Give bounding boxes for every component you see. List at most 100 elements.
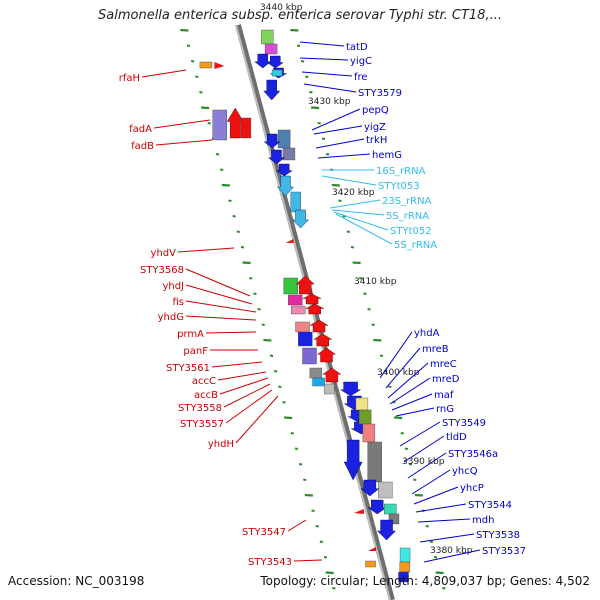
gene-label: 5S_rRNA	[394, 240, 437, 251]
tick-mark	[325, 153, 330, 156]
gene-label: fadA	[129, 124, 152, 135]
feature-box	[312, 377, 325, 387]
feature-box	[288, 294, 303, 306]
leader-line	[287, 519, 307, 532]
gene-arrow-forward	[263, 79, 281, 101]
leader-line	[153, 119, 211, 129]
gene-arrow-forward	[377, 519, 397, 541]
feature-box	[362, 423, 376, 443]
gene-arrow-forward	[254, 53, 272, 69]
tick-mark	[269, 354, 274, 357]
feature-box	[277, 129, 291, 149]
leader-line	[423, 549, 481, 563]
leader-line	[413, 486, 459, 505]
gene-label: fis	[172, 297, 184, 308]
tick-mark	[317, 122, 321, 125]
gene-label: accC	[192, 376, 216, 387]
tick-mark	[321, 137, 326, 140]
gene-arrow-forward	[360, 479, 380, 497]
kbp-tick-label: 3440 kbp	[260, 3, 303, 13]
gene-label: 5S_rRNA	[386, 211, 429, 222]
tick-mark	[284, 416, 293, 420]
gene-arrow-forward	[275, 163, 293, 177]
tick-mark	[309, 91, 313, 94]
gene-arrow-forward	[267, 149, 286, 165]
gene-label: rfaH	[119, 73, 140, 84]
tick-mark	[346, 230, 350, 233]
gene-arrow-reverse	[285, 239, 294, 243]
leader-line	[299, 57, 349, 61]
feature-box	[323, 383, 335, 395]
tick-mark	[201, 106, 210, 110]
tick-mark	[290, 432, 294, 435]
tick-mark	[394, 416, 403, 420]
gene-label: tatD	[346, 42, 368, 53]
gene-arrow-reverse	[322, 367, 342, 383]
kbp-tick-label: 3430 kbp	[308, 97, 351, 107]
kbp-tick-label: 3380 kbp	[430, 546, 473, 556]
gene-label: prmA	[177, 329, 204, 340]
tick-mark	[195, 75, 199, 78]
gene-label: trkH	[366, 135, 387, 146]
feature-box	[358, 409, 372, 425]
tick-mark	[236, 230, 240, 233]
feature-box	[384, 503, 397, 515]
tick-mark	[371, 323, 375, 326]
tick-mark	[404, 447, 409, 450]
tick-mark	[249, 277, 253, 280]
tick-mark	[261, 323, 265, 326]
leader-line	[219, 377, 269, 395]
gene-label: STY3549	[442, 418, 486, 429]
tick-mark	[257, 308, 261, 311]
gene-label: maf	[434, 390, 454, 401]
gene-arrow-forward	[367, 499, 387, 515]
tick-mark	[342, 215, 346, 218]
gene-label: 16S_rRNA	[376, 166, 426, 177]
tick-mark	[274, 370, 278, 373]
gene-labels: tatDyigCfreSTY3579pepQyigZtrkHhemG16S_rR…	[119, 42, 526, 568]
leader-line	[379, 331, 413, 379]
feature-box	[302, 347, 317, 365]
kbp-tick-label: 3420 kbp	[332, 188, 375, 198]
gene-arrow-reverse	[305, 303, 324, 315]
leader-line	[205, 331, 257, 334]
feature-box	[399, 547, 411, 563]
tick-mark	[282, 401, 286, 404]
leader-line	[185, 315, 257, 321]
feature-box	[298, 331, 313, 347]
gene-label: STY3537	[482, 546, 526, 557]
leader-line	[185, 300, 257, 313]
tick-mark	[220, 168, 224, 171]
tick-mark	[414, 493, 423, 497]
gene-arrow-forward	[339, 381, 362, 397]
leader-line	[389, 377, 431, 405]
gene-arrow-reverse	[302, 293, 322, 305]
tick-mark	[242, 261, 251, 265]
gene-label: STY3543	[248, 557, 292, 568]
feature-box	[283, 277, 298, 295]
tick-mark	[215, 153, 220, 156]
gene-arrow-reverse	[295, 275, 315, 295]
tick-mark	[435, 571, 444, 575]
gene-label: yhcQ	[452, 466, 478, 477]
feature-box	[264, 43, 278, 55]
tick-mark	[367, 308, 371, 311]
tick-mark	[413, 478, 417, 481]
gene-arrow-forward	[343, 439, 363, 481]
tick-mark	[311, 509, 315, 512]
feature-box	[240, 117, 252, 139]
feature-box	[378, 481, 393, 499]
kbp-tick-label: 3410 kbp	[354, 277, 397, 287]
tick-mark	[300, 60, 305, 63]
tick-mark	[186, 44, 191, 47]
gene-label: yigC	[350, 56, 372, 67]
leader-line	[317, 153, 371, 159]
gene-label: mreC	[430, 359, 457, 370]
leader-line	[185, 268, 251, 297]
gene-features	[199, 29, 411, 583]
gene-arrow-reverse	[353, 509, 364, 514]
tick-mark	[199, 91, 203, 94]
tick-mark	[331, 183, 340, 187]
gene-label: STY3546a	[448, 449, 498, 460]
leader-line	[235, 395, 279, 444]
